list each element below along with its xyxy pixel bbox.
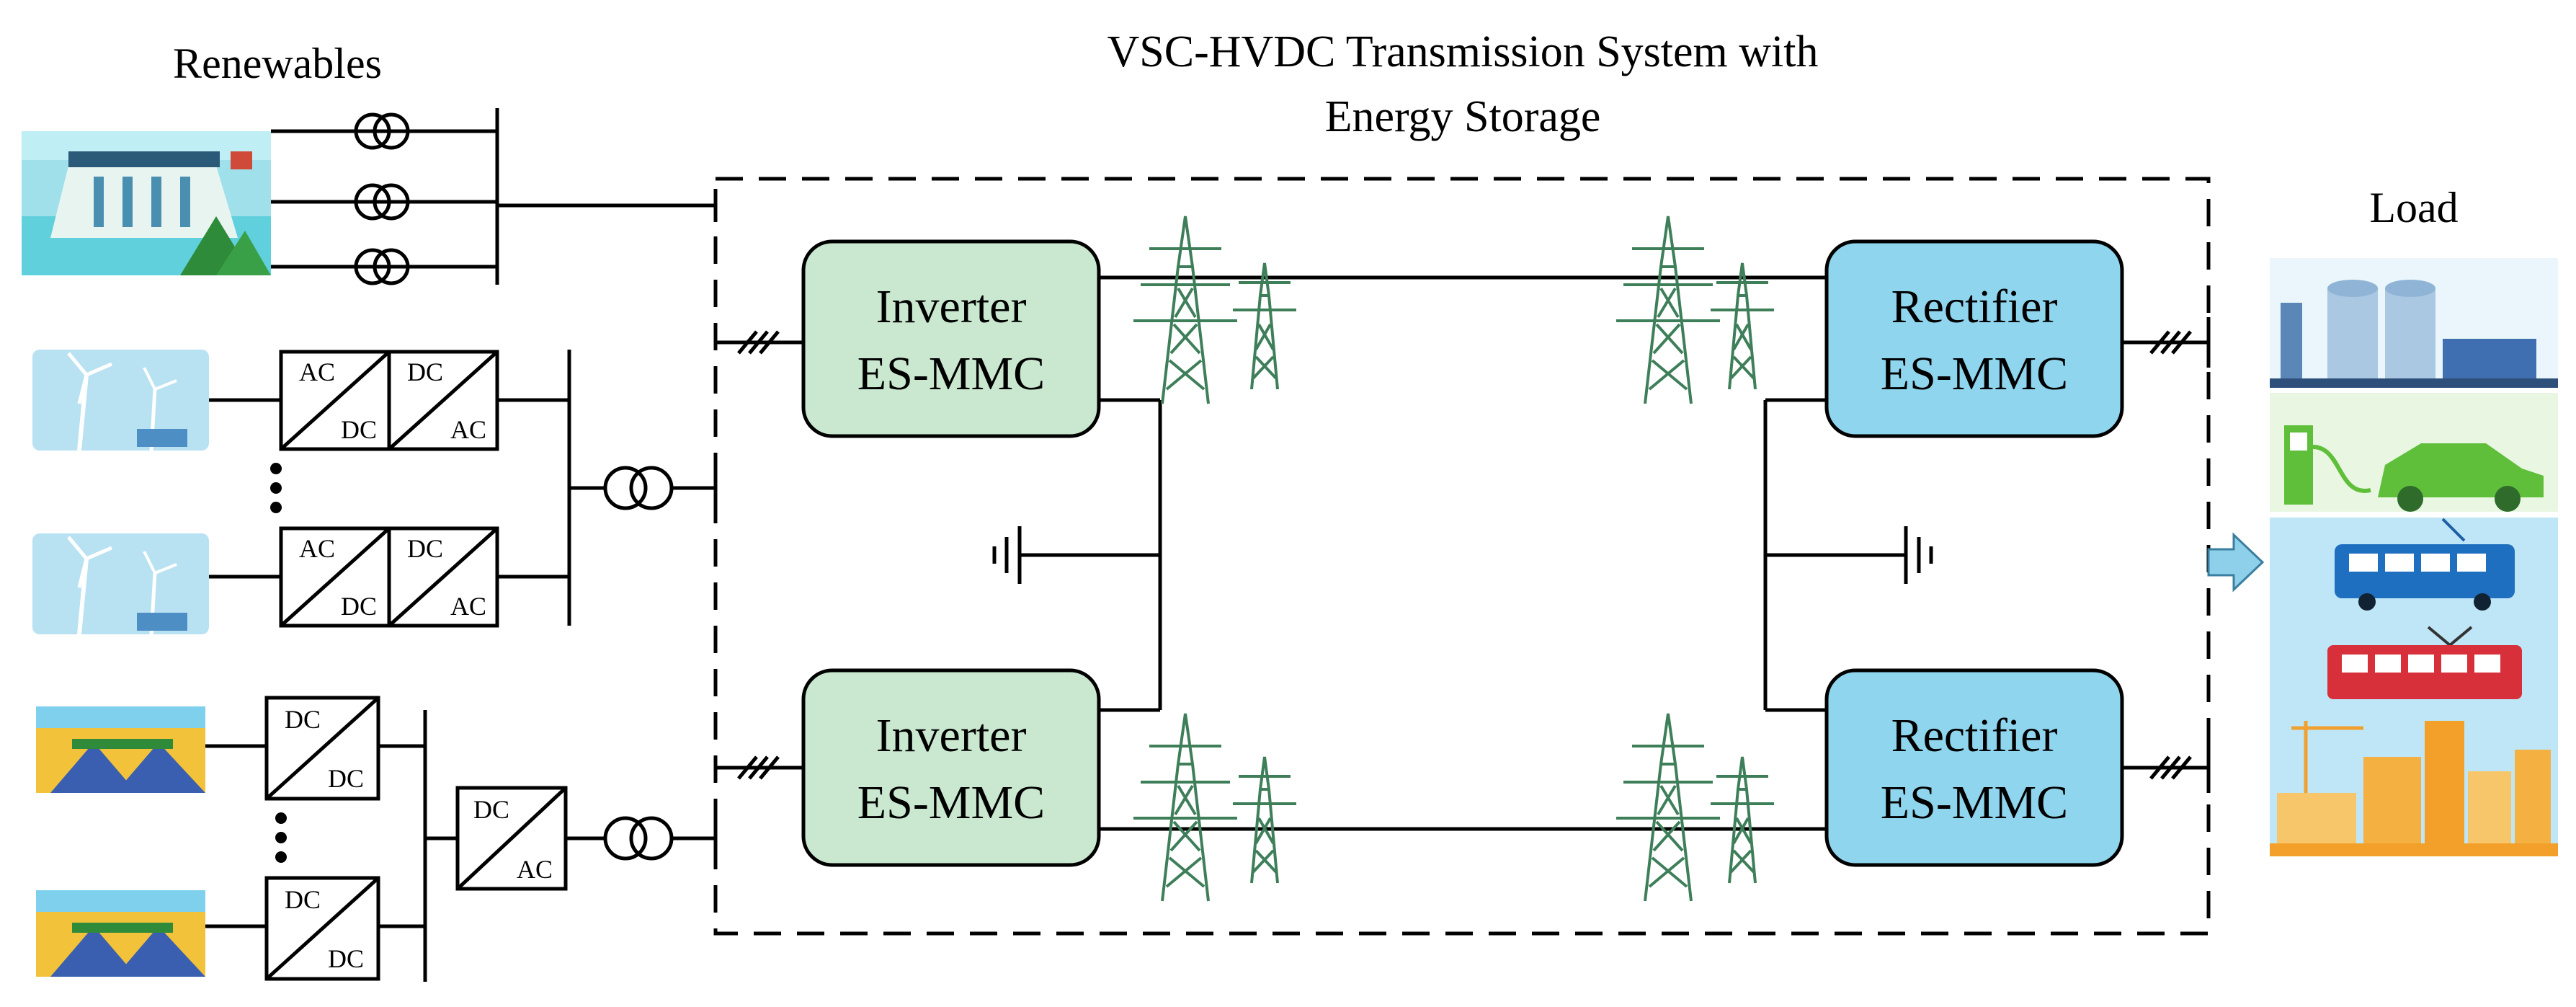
solar-panel-icon (36, 706, 205, 793)
transmission-tower-icon (1132, 215, 1239, 405)
renewables-heading: Renewables (173, 40, 382, 87)
rectifier-label: Rectifier (1891, 709, 2058, 762)
wind-turbine-icon (32, 533, 209, 635)
transformer-icon (605, 818, 672, 859)
converter-label: DC (328, 764, 364, 793)
transmission-tower-icon (1132, 712, 1239, 902)
hydro-dam-icon (22, 131, 271, 275)
tram-icon (2270, 626, 2558, 709)
converter-label: AC (517, 855, 553, 884)
converter-label: DC (341, 415, 377, 444)
inverter-station-top: Inverter ES-MMC (801, 239, 1101, 438)
solar-panel-icon (36, 890, 205, 977)
wind-bus (567, 350, 718, 626)
ellipsis-dots (270, 463, 282, 513)
es-mmc-label: ES-MMC (1881, 776, 2068, 829)
solar-dcdc-row-1: DC DC (205, 696, 425, 801)
hydro-feeders (271, 108, 718, 285)
converter-label: DC (407, 358, 443, 386)
load-arrow-icon (2207, 532, 2265, 593)
system-title-line2: Energy Storage (1325, 92, 1601, 141)
wind-converter-row-2: AC DC DC AC (209, 526, 569, 628)
converter-label: AC (299, 358, 335, 386)
converter-label: AC (450, 415, 486, 444)
rectifier-label: Rectifier (1891, 280, 2058, 333)
inverter-ac-feeds (716, 330, 803, 780)
converter-label: AC (299, 534, 335, 563)
transmission-tower-icon (1615, 215, 1721, 405)
bus-icon (2270, 518, 2558, 626)
load-heading: Load (2369, 184, 2458, 231)
converter-label: DC (285, 705, 321, 734)
transmission-tower-icon (1231, 755, 1298, 884)
converter-label: DC (341, 592, 377, 621)
transmission-tower-icon (1709, 755, 1775, 884)
transformer-icon (605, 468, 672, 508)
converter-label: DC (473, 795, 509, 824)
es-mmc-label: ES-MMC (857, 776, 1045, 829)
inverter-label: Inverter (876, 709, 1027, 762)
ground-icon (992, 526, 1022, 584)
es-mmc-label: ES-MMC (1881, 347, 2068, 400)
dc-lines (1020, 275, 1906, 831)
factory-icon (2270, 258, 2558, 388)
rectifier-station-bottom: Rectifier ES-MMC (1824, 668, 2124, 867)
converter-label: DC (328, 944, 364, 973)
inverter-label: Inverter (876, 280, 1027, 333)
wind-turbine-icon (32, 350, 209, 451)
rectifier-ac-feeds (2122, 317, 2211, 793)
es-mmc-label: ES-MMC (857, 347, 1045, 400)
transmission-tower-icon (1231, 262, 1298, 391)
converter-label: AC (450, 592, 486, 621)
ellipsis-dots (275, 812, 287, 863)
converter-label: DC (407, 534, 443, 563)
wind-converter-row-1: AC DC DC AC (209, 350, 569, 451)
inverter-station-bottom: Inverter ES-MMC (801, 668, 1101, 867)
ev-charging-icon (2270, 393, 2558, 512)
converter-label: DC (285, 885, 321, 914)
solar-dcdc-row-2: DC DC (205, 876, 425, 981)
city-buildings-icon (2270, 709, 2558, 856)
system-title-line1: VSC-HVDC Transmission System with (1107, 27, 1818, 76)
transmission-tower-icon (1615, 712, 1721, 902)
rectifier-station-top: Rectifier ES-MMC (1824, 239, 2124, 438)
ground-icon (1904, 526, 1933, 584)
transmission-tower-icon (1709, 262, 1775, 391)
solar-bus: DC AC (423, 710, 718, 982)
